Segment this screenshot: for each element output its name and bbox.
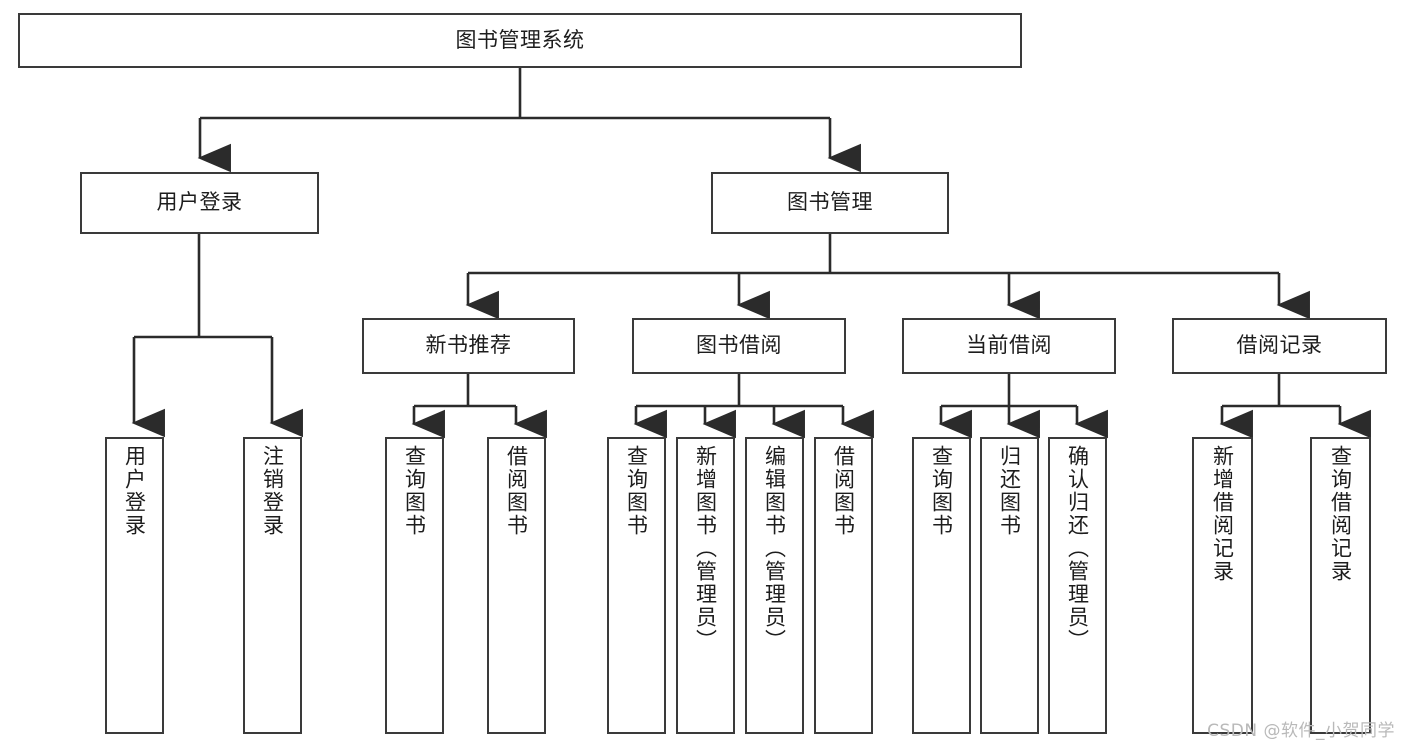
leaf-borrow-record-add-label: 新增借阅记录 [1210, 445, 1235, 583]
node-user-login[interactable]: 用户登录 [80, 172, 319, 234]
leaf-user-login-logout-label: 注销登录 [260, 445, 285, 537]
leaf-current-borrow-confirm-return[interactable]: 确认归还（管理员） [1048, 437, 1107, 734]
node-user-login-label: 用户登录 [156, 190, 243, 215]
leaf-borrow-record-add[interactable]: 新增借阅记录 [1192, 437, 1253, 734]
node-root-label: 图书管理系统 [455, 27, 585, 52]
csdn-watermark: CSDN @软件_小贺同学 [1207, 721, 1395, 741]
leaf-user-login-login[interactable]: 用户登录 [105, 437, 164, 734]
leaf-new-book-query-label: 查询图书 [402, 445, 427, 537]
leaf-book-borrow-query[interactable]: 查询图书 [607, 437, 666, 734]
leaf-current-borrow-return[interactable]: 归还图书 [980, 437, 1039, 734]
leaf-user-login-login-label: 用户登录 [122, 445, 147, 537]
leaf-current-borrow-query[interactable]: 查询图书 [912, 437, 971, 734]
leaf-current-borrow-query-label: 查询图书 [929, 445, 954, 537]
leaf-book-borrow-borrow[interactable]: 借阅图书 [814, 437, 873, 734]
node-book-management[interactable]: 图书管理 [711, 172, 949, 234]
leaf-borrow-record-query[interactable]: 查询借阅记录 [1310, 437, 1371, 734]
node-borrow-record-label: 借阅记录 [1236, 333, 1323, 358]
node-book-borrow-label: 图书借阅 [696, 333, 782, 358]
leaf-new-book-borrow[interactable]: 借阅图书 [487, 437, 546, 734]
leaf-book-borrow-edit-label: 编辑图书（管理员） [762, 445, 787, 652]
node-root[interactable]: 图书管理系统 [18, 13, 1022, 68]
node-new-book-recommend-label: 新书推荐 [425, 333, 512, 358]
leaf-user-login-logout[interactable]: 注销登录 [243, 437, 302, 734]
leaf-book-borrow-borrow-label: 借阅图书 [831, 445, 856, 537]
leaf-book-borrow-query-label: 查询图书 [624, 445, 649, 537]
node-current-borrow[interactable]: 当前借阅 [902, 318, 1116, 374]
leaf-current-borrow-confirm-return-label: 确认归还（管理员） [1065, 445, 1090, 652]
leaf-borrow-record-query-label: 查询借阅记录 [1328, 445, 1353, 583]
node-new-book-recommend[interactable]: 新书推荐 [362, 318, 575, 374]
leaf-book-borrow-add-label: 新增图书（管理员） [693, 445, 718, 652]
leaf-new-book-borrow-label: 借阅图书 [504, 445, 529, 537]
leaf-new-book-query[interactable]: 查询图书 [385, 437, 444, 734]
leaf-book-borrow-edit[interactable]: 编辑图书（管理员） [745, 437, 804, 734]
node-borrow-record[interactable]: 借阅记录 [1172, 318, 1387, 374]
node-current-borrow-label: 当前借阅 [966, 333, 1052, 358]
leaf-current-borrow-return-label: 归还图书 [997, 445, 1022, 537]
leaf-book-borrow-add[interactable]: 新增图书（管理员） [676, 437, 735, 734]
node-book-management-label: 图书管理 [787, 190, 873, 215]
node-book-borrow[interactable]: 图书借阅 [632, 318, 846, 374]
